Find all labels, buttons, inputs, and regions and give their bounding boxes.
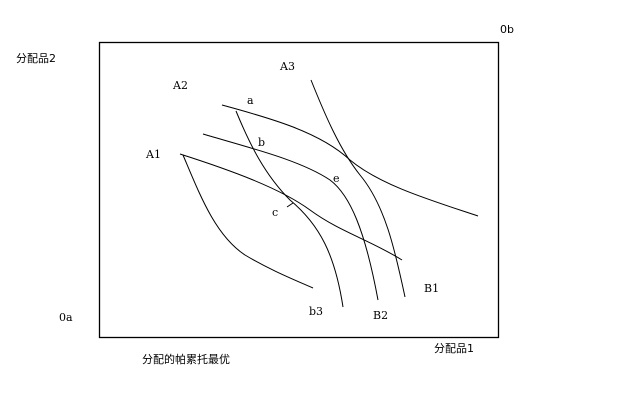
point-b-label: b [258,136,266,149]
x-axis-label: 分配品1 [434,342,474,355]
point-a-label: a [247,94,254,107]
label-b1: B1 [424,282,440,295]
curve-a2 [202,133,379,301]
label-a2: A2 [173,79,188,92]
curve-b2 [310,79,406,298]
point-e-label: e [333,172,340,185]
origin-a-label: 0a [59,311,73,324]
label-b3: b3 [309,305,324,318]
point-c-label: c [272,206,279,219]
label-a3: A3 [280,60,295,73]
curve-b3-lens [182,154,314,289]
origin-b-label: 0b [500,23,514,36]
tangent-tick-c [286,202,294,208]
curve-a3 [221,104,479,217]
curve-a1 [179,153,403,261]
label-a1: A1 [146,148,161,161]
diagram-title: 分配的帕累托最优 [142,353,230,366]
edgeworth-box-frame [98,41,500,339]
y-axis-label: 分配品2 [16,52,56,65]
curve-b3 [235,110,344,308]
label-b2: B2 [373,309,389,322]
